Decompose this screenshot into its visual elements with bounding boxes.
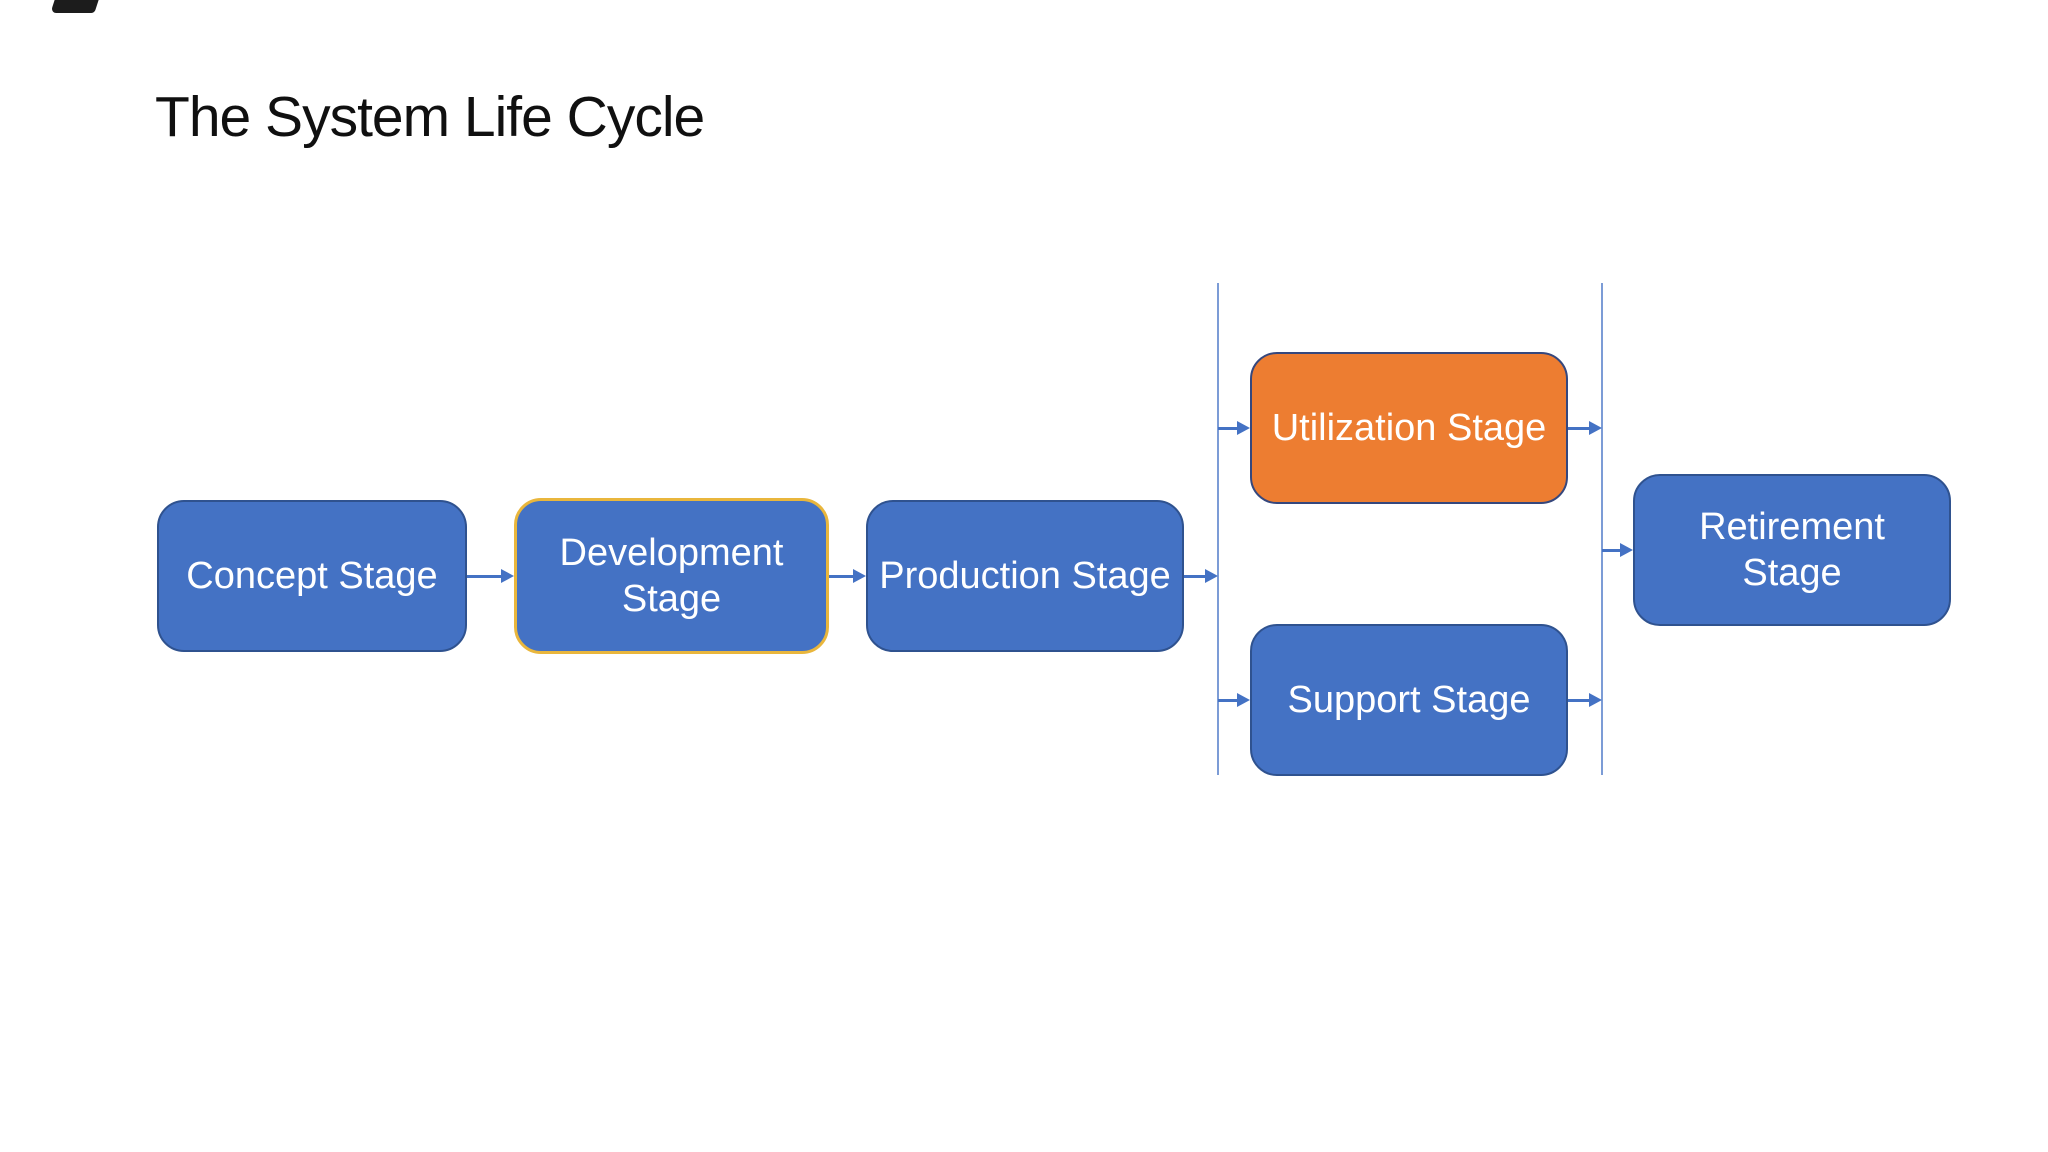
arrow-line xyxy=(1218,427,1238,430)
stage-box-utilization: Utilization Stage xyxy=(1250,352,1568,504)
split-rail-left xyxy=(1217,283,1219,775)
arrow-split-to-utilization xyxy=(1218,421,1250,436)
stage-box-retirement: Retirement Stage xyxy=(1633,474,1951,626)
arrow-merge-to-retirement xyxy=(1602,543,1633,558)
arrowhead-right-icon xyxy=(1237,421,1250,435)
arrow-utilization-to-merge xyxy=(1568,421,1602,436)
arrowhead-right-icon xyxy=(501,569,514,583)
stage-label-support: Support Stage xyxy=(1287,678,1531,721)
arrowhead-right-icon xyxy=(1205,569,1218,583)
arrowhead-right-icon xyxy=(1620,543,1633,557)
stage-box-production: Production Stage xyxy=(866,500,1184,652)
stage-box-concept: Concept Stage xyxy=(157,500,467,652)
arrowhead-right-icon xyxy=(1237,693,1250,707)
arrow-line xyxy=(1568,699,1590,702)
stage-label-retirement: Retirement Stage xyxy=(1699,505,1885,594)
stage-label-concept: Concept Stage xyxy=(186,554,438,597)
arrow-line xyxy=(829,575,854,578)
screen-edge-artifact xyxy=(50,0,100,13)
stage-label-production: Production Stage xyxy=(879,554,1171,597)
arrowhead-right-icon xyxy=(1589,693,1602,707)
merge-rail-right xyxy=(1601,283,1603,775)
arrow-line xyxy=(1218,699,1238,702)
stage-box-support: Support Stage xyxy=(1250,624,1568,776)
arrow-line xyxy=(1184,575,1206,578)
slide-title: The System Life Cycle xyxy=(155,85,705,150)
arrow-development-to-production xyxy=(829,569,866,584)
arrow-concept-to-development xyxy=(467,569,514,584)
arrowhead-right-icon xyxy=(853,569,866,583)
stage-label-development: Development Stage xyxy=(559,531,784,620)
arrow-support-to-merge xyxy=(1568,693,1602,708)
arrow-line xyxy=(1602,549,1621,552)
stage-box-development: Development Stage xyxy=(514,498,829,654)
arrow-split-to-support xyxy=(1218,693,1250,708)
arrowhead-right-icon xyxy=(1589,421,1602,435)
arrow-production-to-split xyxy=(1184,569,1218,584)
arrow-line xyxy=(1568,427,1590,430)
arrow-line xyxy=(467,575,502,578)
stage-label-utilization: Utilization Stage xyxy=(1271,406,1547,449)
